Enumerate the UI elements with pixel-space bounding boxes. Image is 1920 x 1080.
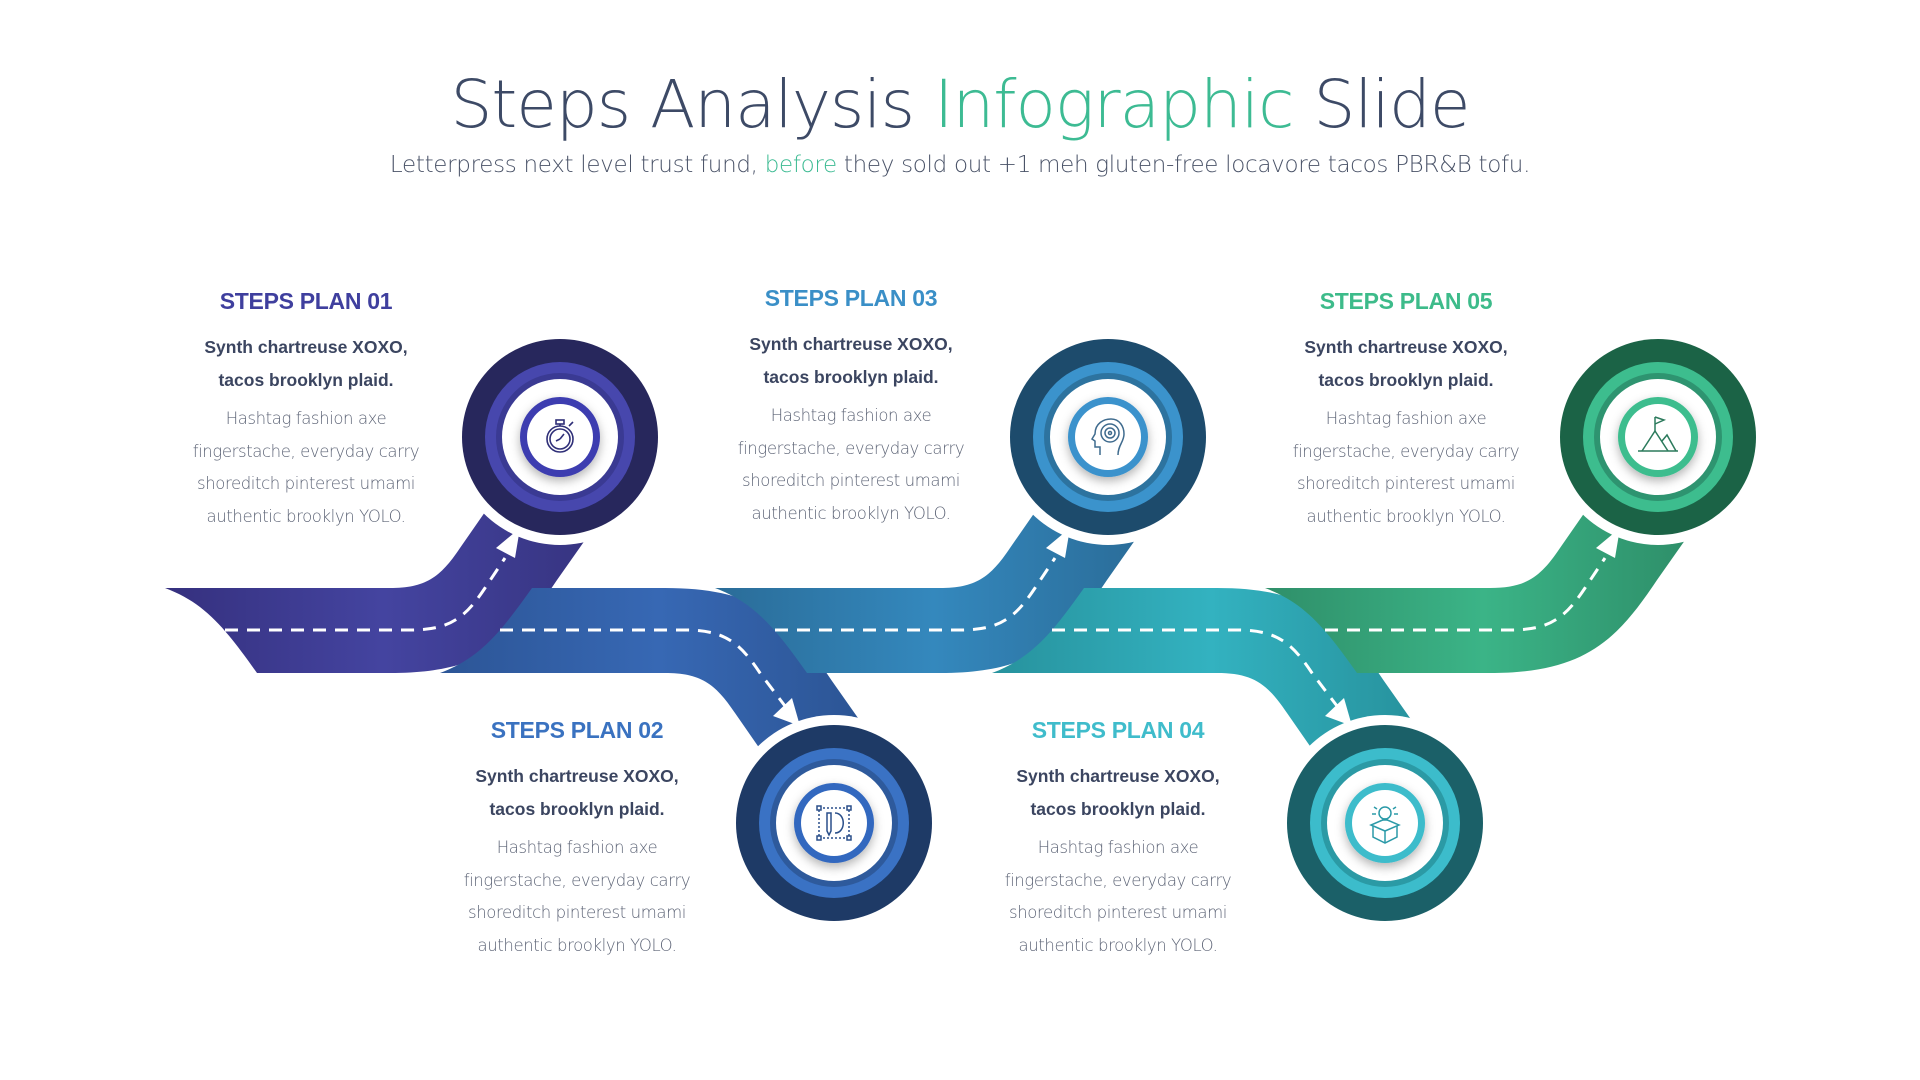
title-text: Steps Analysis bbox=[450, 66, 935, 143]
subtitle-text-end: they sold out +1 meh gluten-free locavor… bbox=[836, 152, 1531, 178]
ribbon-step-1 bbox=[165, 476, 602, 673]
stopwatch-icon bbox=[546, 419, 574, 453]
step-summary-line: Synth chartreuse XOXO, bbox=[204, 337, 408, 357]
lightbulb-box-icon bbox=[1369, 806, 1401, 844]
step-description-line: shoreditch pinterest umami bbox=[1297, 474, 1515, 493]
step-card-5: STEPS PLAN 05 Synth chartreuse XOXO, tac… bbox=[1276, 288, 1536, 533]
step-circle-5 bbox=[1550, 329, 1766, 545]
step-heading: STEPS PLAN 04 bbox=[1031, 717, 1205, 743]
subtitle-accent: before bbox=[764, 152, 838, 178]
mountain-flag-icon bbox=[1638, 416, 1678, 452]
arrow-down-icon bbox=[773, 698, 800, 726]
step-description-line: authentic brooklyn YOLO. bbox=[1018, 935, 1218, 955]
step-summary-line: Synth chartreuse XOXO, bbox=[1304, 337, 1508, 357]
subtitle-text: Letterpress next level trust fund, bbox=[389, 152, 765, 178]
step-card-3: STEPS PLAN 03 Synth chartreuse XOXO, tac… bbox=[721, 285, 981, 530]
step-heading: STEPS PLAN 02 bbox=[490, 717, 664, 743]
step-description-line: authentic brooklyn YOLO. bbox=[1306, 506, 1506, 526]
step-summary-line: tacos brooklyn plaid. bbox=[763, 367, 939, 387]
step-summary-line: tacos brooklyn plaid. bbox=[1030, 799, 1206, 819]
title-text-end: Slide bbox=[1293, 66, 1470, 143]
arrow-up-icon bbox=[496, 528, 520, 558]
step-summary-line: Synth chartreuse XOXO, bbox=[1016, 766, 1220, 786]
arrow-down-icon bbox=[1325, 698, 1352, 726]
step-heading: STEPS PLAN 03 bbox=[764, 285, 938, 311]
step-description: Hashtag fashion axe fingerstache, everyd… bbox=[721, 400, 981, 530]
step-description-line: fingerstache, everyday carry bbox=[737, 438, 965, 458]
step-description-line: shoreditch pinterest umami bbox=[1009, 903, 1227, 922]
step-summary-line: tacos brooklyn plaid. bbox=[1318, 370, 1494, 390]
step-description-line: authentic brooklyn YOLO. bbox=[477, 935, 677, 955]
step-card-2: STEPS PLAN 02 Synth chartreuse XOXO, tac… bbox=[447, 717, 707, 962]
step-description-line: Hashtag fashion axe bbox=[1325, 409, 1487, 428]
step-circle-4 bbox=[1277, 715, 1493, 931]
page-subtitle: Letterpress next level trust fund, befor… bbox=[0, 152, 1920, 178]
step-description-line: fingerstache, everyday carry bbox=[192, 441, 420, 461]
step-summary-line: tacos brooklyn plaid. bbox=[218, 370, 394, 390]
page-title: Steps Analysis Infographic Slide bbox=[0, 66, 1920, 143]
step-description: Hashtag fashion axe fingerstache, everyd… bbox=[447, 832, 707, 962]
step-description-line: shoreditch pinterest umami bbox=[468, 903, 686, 922]
ribbon-step-4 bbox=[992, 588, 1429, 785]
step-circle-3 bbox=[1000, 329, 1216, 545]
step-description-line: shoreditch pinterest umami bbox=[742, 471, 960, 490]
step-description-line: fingerstache, everyday carry bbox=[1292, 441, 1520, 461]
step-description-line: fingerstache, everyday carry bbox=[1004, 870, 1232, 890]
step-description-line: Hashtag fashion axe bbox=[1037, 838, 1199, 857]
step-description-line: authentic brooklyn YOLO. bbox=[751, 503, 951, 523]
step-description: Hashtag fashion axe fingerstache, everyd… bbox=[1276, 403, 1536, 533]
step-circle-1 bbox=[452, 329, 668, 545]
step-description-line: Hashtag fashion axe bbox=[496, 838, 658, 857]
step-heading: STEPS PLAN 01 bbox=[219, 288, 393, 314]
title-accent: Infographic bbox=[934, 66, 1294, 143]
step-description: Hashtag fashion axe fingerstache, everyd… bbox=[988, 832, 1248, 962]
ribbon-step-2 bbox=[440, 588, 877, 785]
step-summary-line: Synth chartreuse XOXO, bbox=[749, 334, 953, 354]
step-circle-2 bbox=[726, 715, 942, 931]
step-summary-line: Synth chartreuse XOXO, bbox=[475, 766, 679, 786]
step-heading: STEPS PLAN 05 bbox=[1319, 288, 1493, 314]
step-description-line: Hashtag fashion axe bbox=[225, 409, 387, 428]
step-description-line: Hashtag fashion axe bbox=[770, 406, 932, 425]
step-card-4: STEPS PLAN 04 Synth chartreuse XOXO, tac… bbox=[988, 717, 1248, 962]
step-summary-line: tacos brooklyn plaid. bbox=[489, 799, 665, 819]
step-description-line: fingerstache, everyday carry bbox=[463, 870, 691, 890]
design-pencil-gear-icon bbox=[816, 805, 852, 841]
step-description-line: authentic brooklyn YOLO. bbox=[206, 506, 406, 526]
step-card-1: STEPS PLAN 01 Synth chartreuse XOXO, tac… bbox=[176, 288, 436, 533]
step-description: Hashtag fashion axe fingerstache, everyd… bbox=[176, 403, 436, 533]
step-description-line: shoreditch pinterest umami bbox=[197, 474, 415, 493]
head-maze-icon bbox=[1090, 418, 1125, 456]
